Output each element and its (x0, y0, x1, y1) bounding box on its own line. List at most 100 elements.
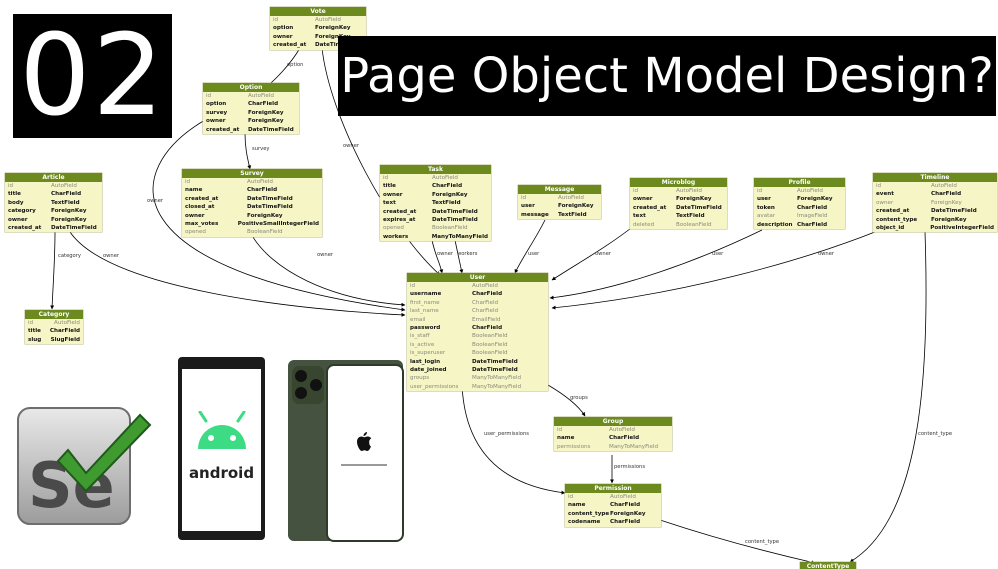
entity-title: Group (554, 417, 672, 426)
field-name: created_at (273, 42, 307, 49)
edge-profile-user (549, 229, 763, 300)
field-type: CharField (248, 101, 279, 108)
field-name: message (521, 211, 549, 218)
edge-label-workers: workers (457, 251, 478, 257)
field-type: AutoField (247, 179, 273, 185)
field-name: user (757, 196, 771, 203)
check-icon (56, 413, 152, 493)
field-name: id (568, 494, 574, 500)
field-type: TextField (558, 211, 587, 218)
field-name: id (8, 183, 14, 189)
field-type: TextField (51, 199, 80, 206)
edge-label-groups: groups (570, 395, 588, 401)
edge-label-content-type-permission: content_type (745, 539, 780, 545)
field-name: is_staff (410, 333, 430, 340)
field-type: CharField (472, 291, 503, 298)
edge-timeline-contenttype (849, 231, 927, 563)
field-name: created_at (876, 208, 910, 215)
edge-microblog-user (551, 224, 636, 281)
field-type: BooleanField (247, 229, 283, 236)
edge-label-survey: survey (252, 146, 270, 152)
entity-title: Microblog (630, 178, 727, 187)
field-type: AutoField (931, 183, 957, 189)
edge-label-user-profile: user (712, 251, 724, 257)
field-type: EmailField (472, 316, 501, 323)
field-name: title (383, 183, 396, 190)
field-type: ForeignKey (432, 191, 468, 198)
field-type: DateTimeField (472, 358, 518, 365)
field-type: AutoField (610, 494, 636, 500)
field-type: BooleanField (472, 333, 508, 340)
field-type: AutoField (315, 17, 341, 23)
field-type: ManyToManyField (431, 233, 488, 240)
entity-title: Permission (565, 484, 661, 493)
edge-label-owner-timeline: owner (818, 251, 835, 257)
field-name: slug (28, 336, 42, 343)
field-type: AutoField (432, 175, 458, 181)
field-name: content_type (568, 510, 610, 517)
field-name: opened (185, 229, 206, 236)
field-type: AutoField (609, 427, 635, 433)
field-name: title (28, 328, 41, 335)
field-name: id (185, 179, 191, 185)
field-name: codename (568, 519, 601, 526)
edge-label-option: option (287, 62, 304, 68)
field-type: DateTimeField (432, 208, 478, 215)
field-name: id (521, 195, 527, 201)
field-name: expires_at (383, 217, 416, 224)
field-name: owner (633, 196, 653, 203)
edge-label-owner-survey: owner (317, 252, 334, 258)
field-type: CharField (472, 308, 499, 315)
field-type: ForeignKey (558, 203, 594, 210)
field-type: CharField (51, 191, 82, 198)
edge-label-category: category (58, 253, 81, 259)
edge-label-owner-option: owner (147, 198, 164, 204)
field-type: ImageField (797, 213, 828, 220)
field-name: content_type (876, 216, 918, 223)
camera-module-icon (292, 366, 324, 404)
field-type: CharField (610, 519, 641, 526)
edge-timeline-user (551, 229, 881, 310)
field-type: CharField (797, 204, 828, 211)
field-type: AutoField (797, 188, 823, 194)
field-name: opened (383, 225, 404, 232)
field-name: id (273, 17, 279, 23)
field-type: ForeignKey (247, 212, 283, 219)
entity-title: Article (5, 173, 102, 182)
field-name: id (28, 320, 34, 326)
edge-vote-user (321, 47, 441, 276)
edge-option-survey (244, 132, 252, 170)
field-row: id AutoField (182, 178, 322, 186)
field-name: created_at (383, 208, 417, 215)
edge-survey-user (249, 231, 406, 307)
field-type: PositiveSmallIntegerField (237, 221, 319, 228)
field-name: owner (206, 118, 226, 125)
